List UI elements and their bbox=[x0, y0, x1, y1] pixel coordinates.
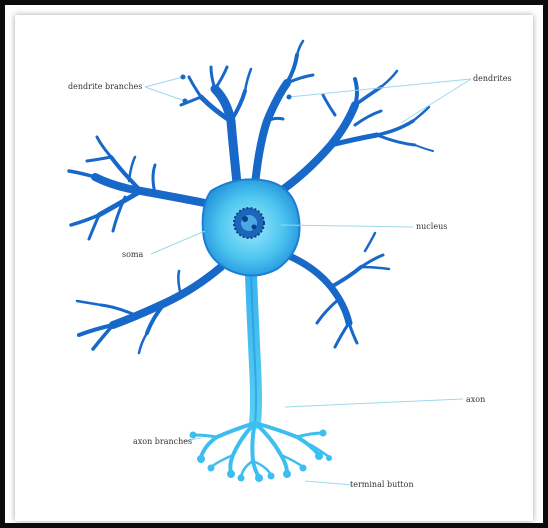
leader-lines bbox=[145, 77, 471, 485]
label-dendrites: dendrites bbox=[473, 74, 512, 83]
label-terminal-button: terminal button bbox=[350, 480, 414, 489]
dendrite-lower-left bbox=[77, 267, 221, 353]
label-dendrite-branches: dendrite branches bbox=[68, 82, 142, 91]
axon bbox=[251, 275, 256, 423]
dendrite-upper-right bbox=[275, 71, 433, 195]
label-nucleus: nucleus bbox=[416, 222, 447, 231]
dendrite-upper-left bbox=[181, 67, 251, 183]
dendrite-lower-right bbox=[287, 233, 389, 347]
label-axon-branches: axon branches bbox=[133, 437, 192, 446]
label-axon: axon bbox=[466, 395, 485, 404]
dendrite-upper-middle bbox=[255, 41, 313, 185]
label-soma: soma bbox=[122, 250, 143, 259]
nucleus bbox=[234, 208, 264, 238]
dendrite-left bbox=[69, 137, 215, 239]
